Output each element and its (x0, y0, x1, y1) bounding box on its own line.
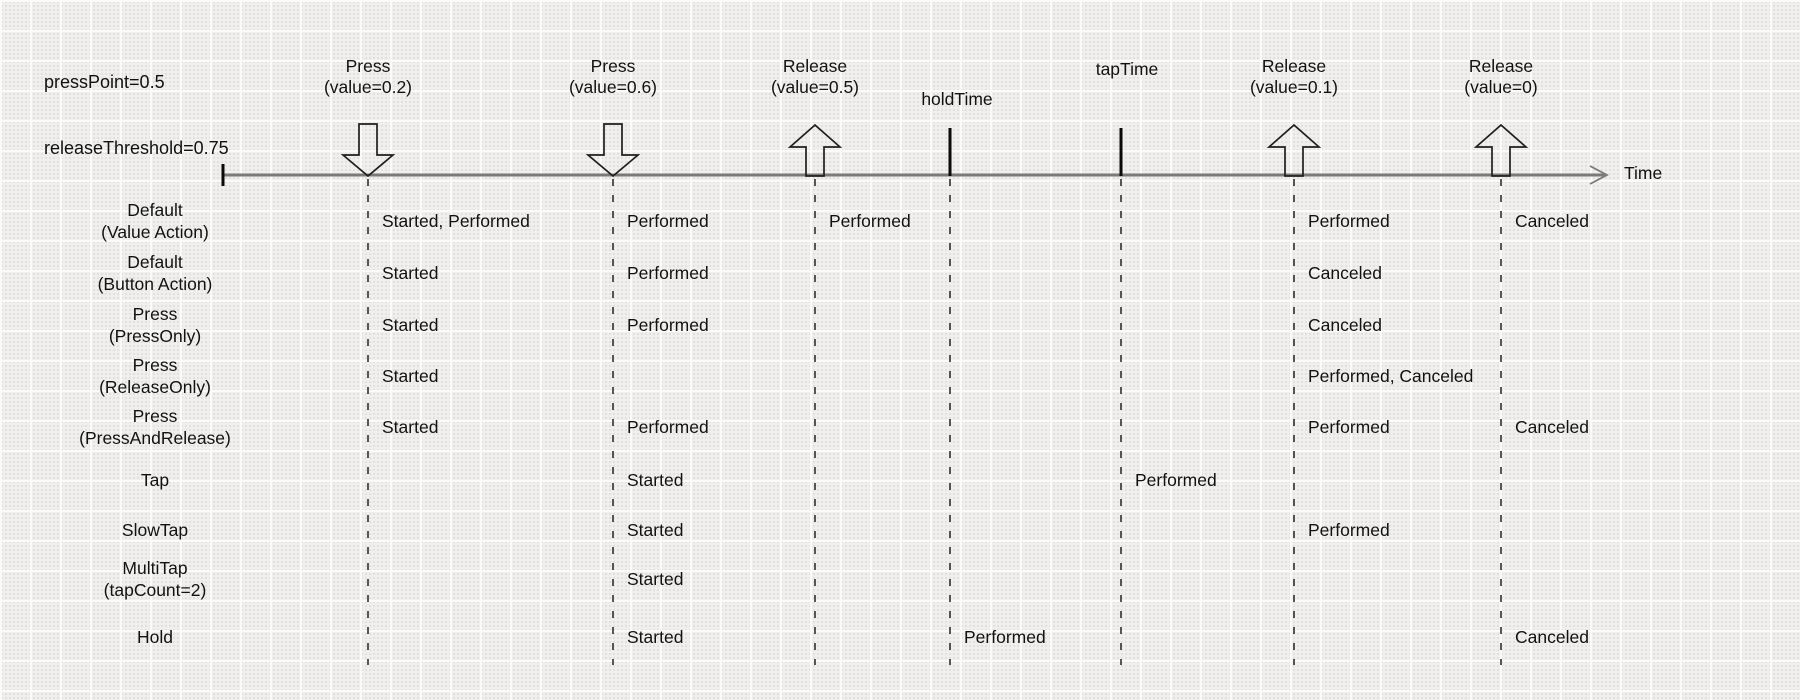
row-cell-phase: Canceled (1308, 263, 1382, 283)
event-label-tap-time: tapTime (1007, 59, 1247, 80)
event-label-hold-time: holdTime (837, 89, 1077, 110)
time-axis-label: Time (1624, 163, 1663, 183)
row-label-3: Press(ReleaseOnly) (25, 354, 285, 398)
event-label-release-0-1: Release(value=0.1) (1174, 56, 1414, 98)
event-label-press-0-6: Press(value=0.6) (493, 56, 733, 98)
row-label-line: MultiTap (122, 558, 188, 578)
row-label-line: Press (132, 304, 178, 324)
row-label-line: (PressAndRelease) (79, 428, 231, 448)
row-cell-phase: Started (382, 417, 439, 437)
time-axis-arrowhead-icon (1589, 165, 1609, 185)
row-cell-phase: Performed (1308, 211, 1390, 231)
row-label-line: (tapCount=2) (103, 580, 207, 600)
event-label-line: Release (1261, 56, 1327, 76)
row-label-line: Press (132, 355, 178, 375)
row-label-2: Press(PressOnly) (25, 303, 285, 347)
row-cell-phase: Performed (1135, 470, 1217, 490)
row-label-line: SlowTap (121, 520, 189, 540)
release-up-arrow-icon (787, 123, 843, 177)
row-cell-phase: Performed, Canceled (1308, 366, 1474, 386)
row-label-7: MultiTap(tapCount=2) (25, 557, 285, 601)
row-cell-phase: Started (627, 470, 684, 490)
row-label-0: Default(Value Action) (25, 199, 285, 243)
press-down-arrow-icon (585, 123, 641, 178)
row-label-line: Default (127, 252, 183, 272)
row-cell-phase: Performed (627, 315, 709, 335)
row-label-6: SlowTap (25, 519, 285, 541)
press-down-arrow-icon (340, 123, 396, 178)
event-label-line: tapTime (1095, 59, 1159, 79)
row-label-line: Tap (140, 470, 170, 490)
row-cell-phase: Performed (1308, 520, 1390, 540)
row-label-line: (PressOnly) (108, 326, 202, 346)
row-cell-phase: Canceled (1308, 315, 1382, 335)
row-cell-phase: Performed (627, 211, 709, 231)
row-cell-phase: Canceled (1515, 627, 1589, 647)
row-label-line: Press (132, 406, 178, 426)
event-label-line: (value=0.2) (323, 77, 413, 97)
row-label-1: Default(Button Action) (25, 251, 285, 295)
row-label-line: (Button Action) (97, 274, 213, 294)
row-label-8: Hold (25, 626, 285, 648)
event-label-line: (value=0.5) (770, 77, 860, 97)
row-cell-phase: Performed (964, 627, 1046, 647)
event-label-line: Release (1468, 56, 1534, 76)
event-label-press-0-2: Press(value=0.2) (248, 56, 488, 98)
row-cell-phase: Performed (627, 263, 709, 283)
row-cell-phase: Started (382, 315, 439, 335)
event-label-line: Release (782, 56, 848, 76)
row-cell-phase: Canceled (1515, 417, 1589, 437)
row-cell-phase: Performed (1308, 417, 1390, 437)
row-label-line: Default (127, 200, 183, 220)
event-label-line: (value=0.1) (1249, 77, 1339, 97)
row-label-line: (ReleaseOnly) (99, 377, 211, 397)
row-label-5: Tap (25, 469, 285, 491)
row-cell-phase: Canceled (1515, 211, 1589, 231)
config-press-point: pressPoint=0.5 (44, 72, 165, 92)
config-note: pressPoint=0.5 releaseThreshold=0.75 (44, 27, 229, 203)
row-cell-phase: Performed (829, 211, 911, 231)
event-label-line: (value=0.6) (568, 77, 658, 97)
row-cell-phase: Started (627, 627, 684, 647)
event-label-line: (value=0) (1464, 77, 1538, 97)
event-label-release-0-5: Release(value=0.5) (695, 56, 935, 98)
row-cell-phase: Started, Performed (382, 211, 530, 231)
row-cell-phase: Started (382, 366, 439, 386)
event-label-line: holdTime (921, 89, 993, 109)
row-cell-phase: Started (627, 569, 684, 589)
row-cell-phase: Performed (627, 417, 709, 437)
event-label-line: Press (345, 56, 391, 76)
event-label-release-0: Release(value=0) (1381, 56, 1621, 98)
row-label-4: Press(PressAndRelease) (25, 405, 285, 449)
event-label-line: Press (590, 56, 636, 76)
release-up-arrow-icon (1473, 123, 1529, 177)
release-up-arrow-icon (1266, 123, 1322, 177)
config-release-threshold: releaseThreshold=0.75 (44, 138, 229, 158)
row-label-line: Hold (137, 627, 173, 647)
row-cell-phase: Started (382, 263, 439, 283)
row-cell-phase: Started (627, 520, 684, 540)
row-label-line: (Value Action) (101, 222, 209, 242)
